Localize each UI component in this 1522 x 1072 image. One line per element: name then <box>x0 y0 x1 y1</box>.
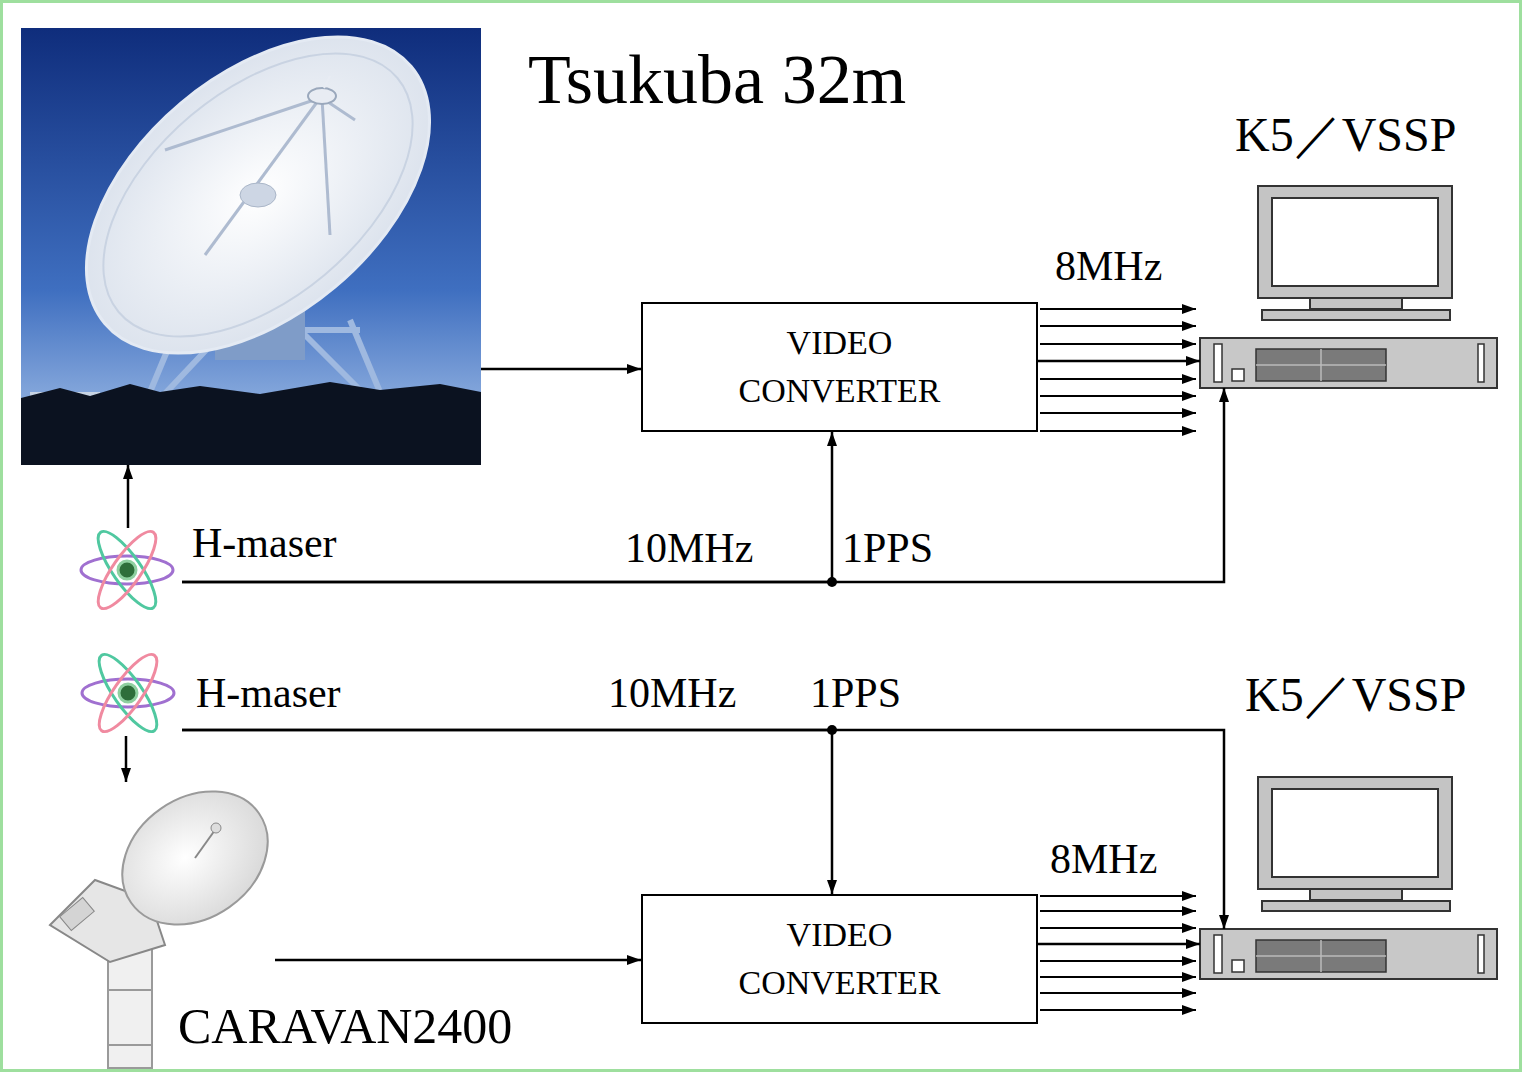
dish-rim <box>52 28 465 392</box>
feed <box>211 823 221 833</box>
signal-connector <box>125 736 128 782</box>
signal-label: 10MHz <box>625 527 753 569</box>
computer-node: K5／VSSP <box>1200 338 1497 388</box>
channel-arrow <box>1040 412 1196 414</box>
channel-arrow <box>1040 325 1196 327</box>
channel-arrows <box>1040 309 1196 1010</box>
signal-connector <box>1038 360 1200 363</box>
maser-icon <box>82 647 174 738</box>
feed-horn <box>240 183 276 207</box>
channel-arrow <box>1040 976 1196 978</box>
channel-arrow <box>1040 895 1196 897</box>
bandwidth-label: 8MHz <box>1050 838 1157 880</box>
process-box: VIDEO CONVERTER <box>641 894 1038 1024</box>
channel-arrow <box>1040 910 1196 912</box>
signal-connector <box>127 465 130 528</box>
antenna-photo-node: Tsukuba 32m <box>21 28 481 465</box>
signal-connector <box>275 959 641 962</box>
process-box: VIDEO CONVERTER <box>641 302 1038 432</box>
pedestal-band <box>108 1044 152 1046</box>
node-label: H-maser <box>196 672 341 714</box>
computer-node: K5／VSSP <box>1200 929 1497 979</box>
maser-icon <box>81 524 173 615</box>
node-label: Tsukuba 32m <box>528 45 906 115</box>
node-label: K5／VSSP <box>1245 671 1466 719</box>
channel-arrow <box>1040 378 1196 380</box>
strut <box>322 98 330 235</box>
subreflector <box>308 88 336 104</box>
signal-connector <box>182 730 832 894</box>
channel-arrow <box>1040 343 1196 345</box>
mast <box>324 76 330 88</box>
node-label: CARAVAN2400 <box>178 1001 512 1051</box>
dish <box>28 28 481 415</box>
bandwidth-label: 8MHz <box>1055 245 1162 287</box>
node-label: H-maser <box>192 522 337 564</box>
antenna-node: CARAVAN2400 <box>45 782 275 1068</box>
signal-connector <box>182 432 832 582</box>
channel-arrow <box>1040 960 1196 962</box>
computer-icon <box>1200 186 1497 388</box>
quadrupod <box>165 98 355 255</box>
node-label: K5／VSSP <box>1235 111 1456 159</box>
maser-node: H-maser <box>78 650 182 736</box>
computer-icon <box>1200 777 1497 979</box>
strut <box>205 98 320 255</box>
channel-arrow <box>1040 1009 1196 1011</box>
node-label: VIDEO CONVERTER <box>690 319 990 414</box>
strut <box>165 98 320 150</box>
mount-detail <box>60 897 95 930</box>
signal-label: 10MHz <box>608 672 736 714</box>
channel-arrow <box>1040 308 1196 310</box>
antenna-photo <box>21 28 481 465</box>
signal-connector <box>1038 943 1200 946</box>
pedestal-band <box>108 989 152 991</box>
ground <box>21 382 481 465</box>
node-label: VIDEO CONVERTER <box>690 911 990 1006</box>
maser-node: H-maser <box>76 528 182 616</box>
feed-support <box>195 830 215 858</box>
channel-arrow <box>1040 395 1196 397</box>
channel-arrow <box>1040 992 1196 994</box>
signal-connector <box>481 368 641 371</box>
dish <box>97 764 294 952</box>
channel-arrow <box>1040 430 1196 432</box>
signal-label: 1PPS <box>810 672 901 714</box>
channel-arrow <box>1040 927 1196 929</box>
signal-label: 1PPS <box>842 527 933 569</box>
